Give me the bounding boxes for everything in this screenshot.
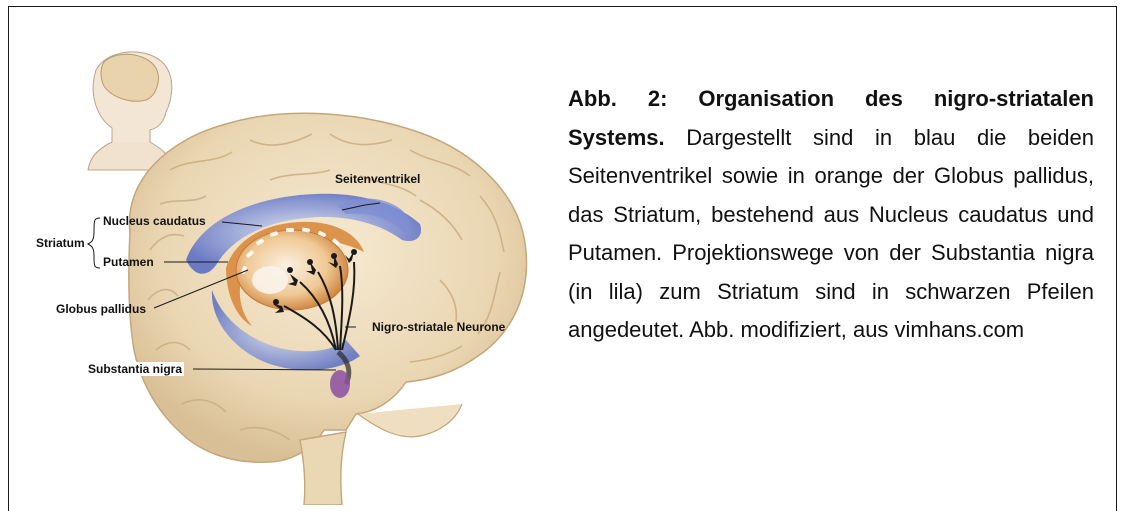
label-substantia-nigra: Substantia nigra (86, 362, 184, 376)
brain-body (129, 113, 527, 505)
head-icon (88, 52, 174, 170)
label-striatum: Striatum (36, 236, 85, 250)
label-nucleus-caudatus: Nucleus caudatus (103, 214, 206, 228)
brain-drawing (0, 0, 560, 505)
figure-caption: Abb. 2: Organisation des nigro-striatale… (568, 80, 1094, 350)
substantia-nigra-shape (330, 370, 350, 398)
label-nigro-striatale-neurone: Nigro-striatale Neurone (372, 320, 505, 334)
label-globus-pallidus: Globus pallidus (56, 302, 146, 316)
label-seitenventrikel: Seitenventrikel (335, 172, 420, 186)
caption-body: Dargestellt sind in blau die beiden Seit… (568, 125, 1094, 343)
brain-illustration: Seitenventrikel Nucleus caudatus Striatu… (0, 0, 560, 505)
label-putamen: Putamen (103, 255, 154, 269)
